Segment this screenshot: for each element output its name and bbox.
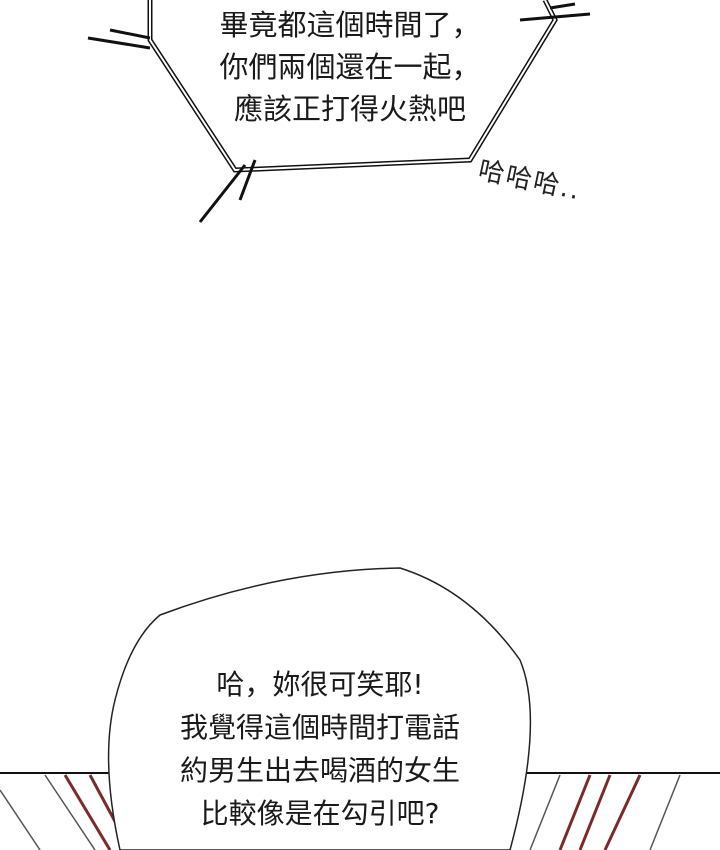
speech-line: 畢竟都這個時間了，	[219, 8, 481, 42]
speech-bubble	[107, 567, 532, 850]
speech-line: 應該正打得火熱吧	[233, 92, 466, 126]
speech-line: 我覺得這個時間打電話	[179, 711, 460, 744]
phone-speech-text: 畢竟都這個時間了， 你們兩個還在一起， 應該正打得火熱吧	[180, 4, 520, 130]
speech-line: 約男生出去喝酒的女生	[179, 754, 460, 787]
speech-line: 你們兩個還在一起，	[219, 50, 481, 84]
speech-line: 比較像是在勾引吧?	[200, 797, 440, 830]
bubble-spikes	[87, 2, 591, 223]
speech-text: 哈，妳很可笑耶! 我覺得這個時間打電話 約男生出去喝酒的女生 比較像是在勾引吧?	[130, 663, 510, 835]
speech-line: 哈，妳很可笑耶!	[216, 668, 424, 701]
